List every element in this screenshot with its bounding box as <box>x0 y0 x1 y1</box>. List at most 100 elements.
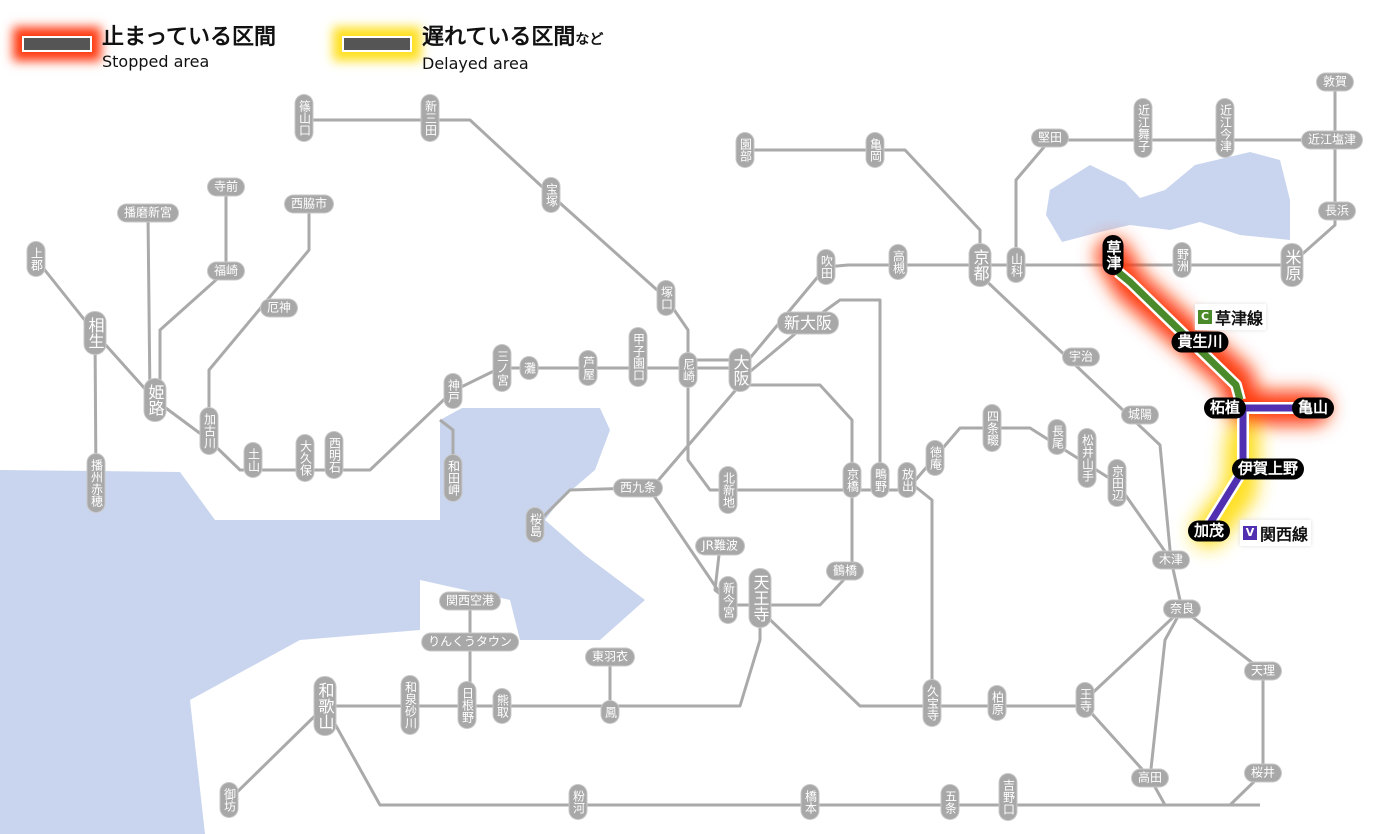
station-label[interactable]: 上郡 <box>27 242 45 276</box>
station-label[interactable]: 関西空港 <box>439 592 501 610</box>
station-label[interactable]: 宝塚 <box>542 178 560 212</box>
station-label[interactable]: 粉河 <box>569 785 587 819</box>
station-label[interactable]: 甲子園口 <box>629 328 647 386</box>
station-label[interactable]: 熊取 <box>493 689 511 723</box>
station-label[interactable]: 長尾 <box>1048 420 1066 454</box>
station-label[interactable]: 貴生川 <box>1171 331 1229 353</box>
legend-stopped-ja: 止まっている区間 <box>102 25 277 50</box>
station-label[interactable]: 亀山 <box>1291 397 1335 419</box>
station-label[interactable]: 柘植 <box>1203 397 1247 419</box>
station-label[interactable]: 久宝寺 <box>923 680 941 726</box>
station-label[interactable]: 野洲 <box>1173 243 1191 277</box>
line-badge-v: V <box>1243 526 1257 540</box>
station-label[interactable]: 園部 <box>736 133 754 167</box>
station-label[interactable]: 北新地 <box>719 467 737 513</box>
track-segment <box>739 298 882 480</box>
station-label[interactable]: 土山 <box>244 443 262 477</box>
station-label[interactable]: 徳庵 <box>926 441 944 475</box>
station-label[interactable]: 天理 <box>1244 662 1282 680</box>
station-label[interactable]: 山科 <box>1007 248 1025 282</box>
station-label[interactable]: 寺前 <box>207 178 245 196</box>
line-badge-c: C <box>1198 310 1212 324</box>
station-label[interactable]: 芦屋 <box>579 351 597 385</box>
station-label[interactable]: 加茂 <box>1187 520 1231 542</box>
station-label[interactable]: 姫路 <box>144 379 166 421</box>
station-label[interactable]: 新大阪 <box>777 312 839 334</box>
station-label[interactable]: 桜井 <box>1244 764 1282 782</box>
station-label[interactable]: 鴫野 <box>871 463 889 497</box>
station-label[interactable]: 神戸 <box>444 374 462 408</box>
bay-small <box>0 768 40 834</box>
station-label[interactable]: 四条畷 <box>983 405 1001 451</box>
station-label[interactable]: 松井山手 <box>1078 429 1096 487</box>
station-label[interactable]: 播磨新宮 <box>117 204 179 222</box>
station-label[interactable]: 和歌山 <box>314 677 336 735</box>
kansai-line-label[interactable]: V 関西線 <box>1240 520 1312 546</box>
station-label[interactable]: 鳳 <box>601 701 619 723</box>
water <box>0 152 1290 834</box>
station-label[interactable]: 近江塩津 <box>1301 131 1363 149</box>
station-label[interactable]: 亀岡 <box>866 133 884 167</box>
station-label[interactable]: 和泉砂川 <box>401 676 419 734</box>
station-label[interactable]: 王寺 <box>1076 683 1094 717</box>
station-label[interactable]: 堅田 <box>1031 129 1069 147</box>
station-label[interactable]: 西明石 <box>325 432 343 478</box>
station-label[interactable]: 塚口 <box>657 281 675 315</box>
station-label[interactable]: 草津 <box>1102 235 1124 275</box>
station-label[interactable]: 日根野 <box>458 682 476 728</box>
station-label[interactable]: 御坊 <box>220 783 238 817</box>
station-label[interactable]: 吉野口 <box>999 774 1017 820</box>
track-segment <box>158 269 227 400</box>
track-segment <box>758 608 1085 708</box>
station-label[interactable]: 宇治 <box>1062 348 1100 366</box>
track-segment <box>227 704 327 802</box>
station-label[interactable]: 京田辺 <box>1108 460 1126 506</box>
station-label[interactable]: 吹田 <box>817 250 835 284</box>
station-label[interactable]: 近江舞子 <box>1134 99 1152 157</box>
station-label[interactable]: 橋本 <box>801 785 819 819</box>
station-label[interactable]: 柏原 <box>988 686 1006 720</box>
station-label[interactable]: 大阪 <box>729 349 751 391</box>
station-label[interactable]: 新今宮 <box>719 577 737 623</box>
station-label[interactable]: 相生 <box>84 312 106 354</box>
station-label[interactable]: 尼崎 <box>679 353 697 387</box>
station-label[interactable]: 伊賀上野 <box>1231 458 1305 480</box>
station-label[interactable]: 西脇市 <box>284 195 334 213</box>
station-label[interactable]: 高田 <box>1131 769 1169 787</box>
station-label[interactable]: 福崎 <box>207 262 245 280</box>
kansai-line-name: 関西線 <box>1260 525 1309 544</box>
station-label[interactable]: 鶴橋 <box>826 562 864 580</box>
station-label[interactable]: 京橋 <box>843 463 861 497</box>
station-label[interactable]: 加古川 <box>200 408 218 454</box>
station-label[interactable]: 桜島 <box>526 508 544 542</box>
station-label[interactable]: 米原 <box>1281 244 1303 286</box>
station-label[interactable]: 放出 <box>898 463 916 497</box>
station-label[interactable]: 西九条 <box>613 479 663 497</box>
kusatsu-line-name: 草津線 <box>1215 309 1264 328</box>
station-label[interactable]: 天王寺 <box>749 569 771 627</box>
station-label[interactable]: 播州赤穂 <box>87 454 105 512</box>
station-label[interactable]: りんくうタウン <box>422 633 518 651</box>
station-label[interactable]: 灘 <box>520 357 538 379</box>
station-label[interactable]: 厄神 <box>260 299 298 317</box>
station-label[interactable]: 大久保 <box>296 435 314 481</box>
station-label[interactable]: 敦賀 <box>1316 73 1354 91</box>
station-label[interactable]: 近江今津 <box>1216 99 1234 157</box>
station-label[interactable]: 新三田 <box>421 95 439 141</box>
station-label[interactable]: 奈良 <box>1163 600 1201 618</box>
track-segment <box>978 273 1173 561</box>
station-label[interactable]: 高槻 <box>889 245 907 279</box>
station-label[interactable]: 五条 <box>941 785 959 819</box>
station-label[interactable]: 東羽衣 <box>585 648 635 666</box>
station-label[interactable]: 三ノ宮 <box>493 345 511 391</box>
kusatsu-line-label[interactable]: C 草津線 <box>1195 304 1267 330</box>
track-segment <box>1148 608 1184 779</box>
station-label[interactable]: 篠山口 <box>295 95 313 141</box>
station-label[interactable]: 長浜 <box>1318 202 1356 220</box>
station-label[interactable]: 和田岬 <box>444 455 462 501</box>
station-label[interactable]: JR難波 <box>696 537 744 555</box>
station-label[interactable]: 木津 <box>1152 551 1190 569</box>
station-label[interactable]: 城陽 <box>1121 406 1159 424</box>
station-label[interactable]: 京都 <box>969 244 991 286</box>
